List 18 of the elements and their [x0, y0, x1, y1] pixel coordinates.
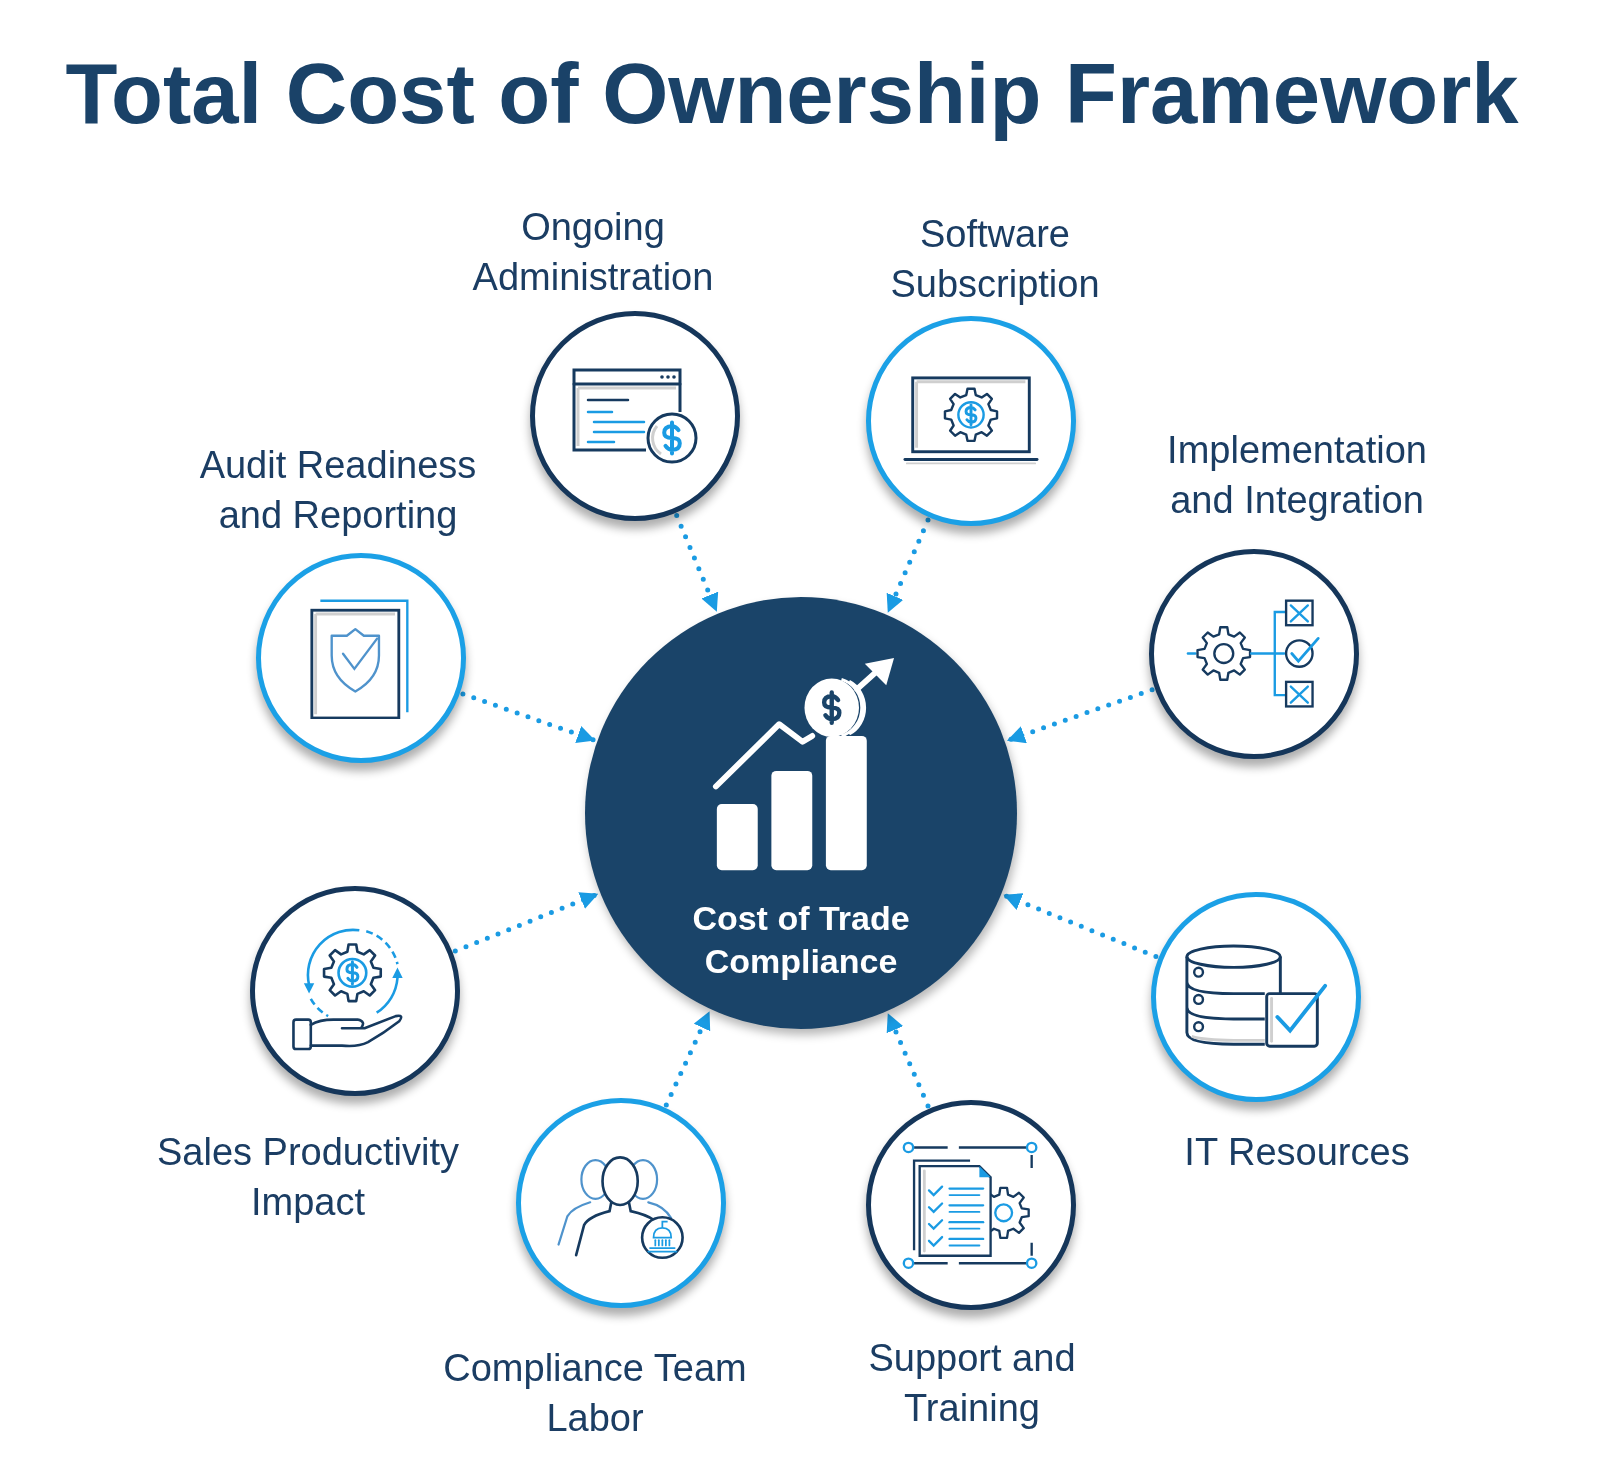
dotted-arrow — [1006, 687, 1155, 744]
category-label: Software Subscription — [889, 212, 1101, 307]
dotted-arrow — [886, 517, 931, 614]
dotted-arrow — [663, 1010, 712, 1108]
diagram-title: Total Cost of Ownership Framework — [64, 45, 1520, 143]
category-label: Support and Training — [867, 1336, 1077, 1431]
dotted-arrow — [1002, 893, 1159, 959]
category-label: Ongoing Administration — [471, 205, 715, 300]
category-label: Implementation and Integration — [1166, 428, 1428, 523]
category-label: Compliance Team Labor — [442, 1346, 748, 1441]
hub-label: Cost of Trade Compliance — [691, 898, 911, 982]
dotted-arrow — [452, 892, 600, 954]
dotted-arrow — [674, 513, 719, 613]
category-label: Audit Readiness and Reporting — [198, 443, 478, 538]
dotted-arrow — [886, 1012, 931, 1109]
category-label: IT Resources — [1183, 1130, 1411, 1175]
category-label: Sales Productivity Impact — [156, 1130, 460, 1225]
dotted-arrow — [460, 691, 596, 743]
